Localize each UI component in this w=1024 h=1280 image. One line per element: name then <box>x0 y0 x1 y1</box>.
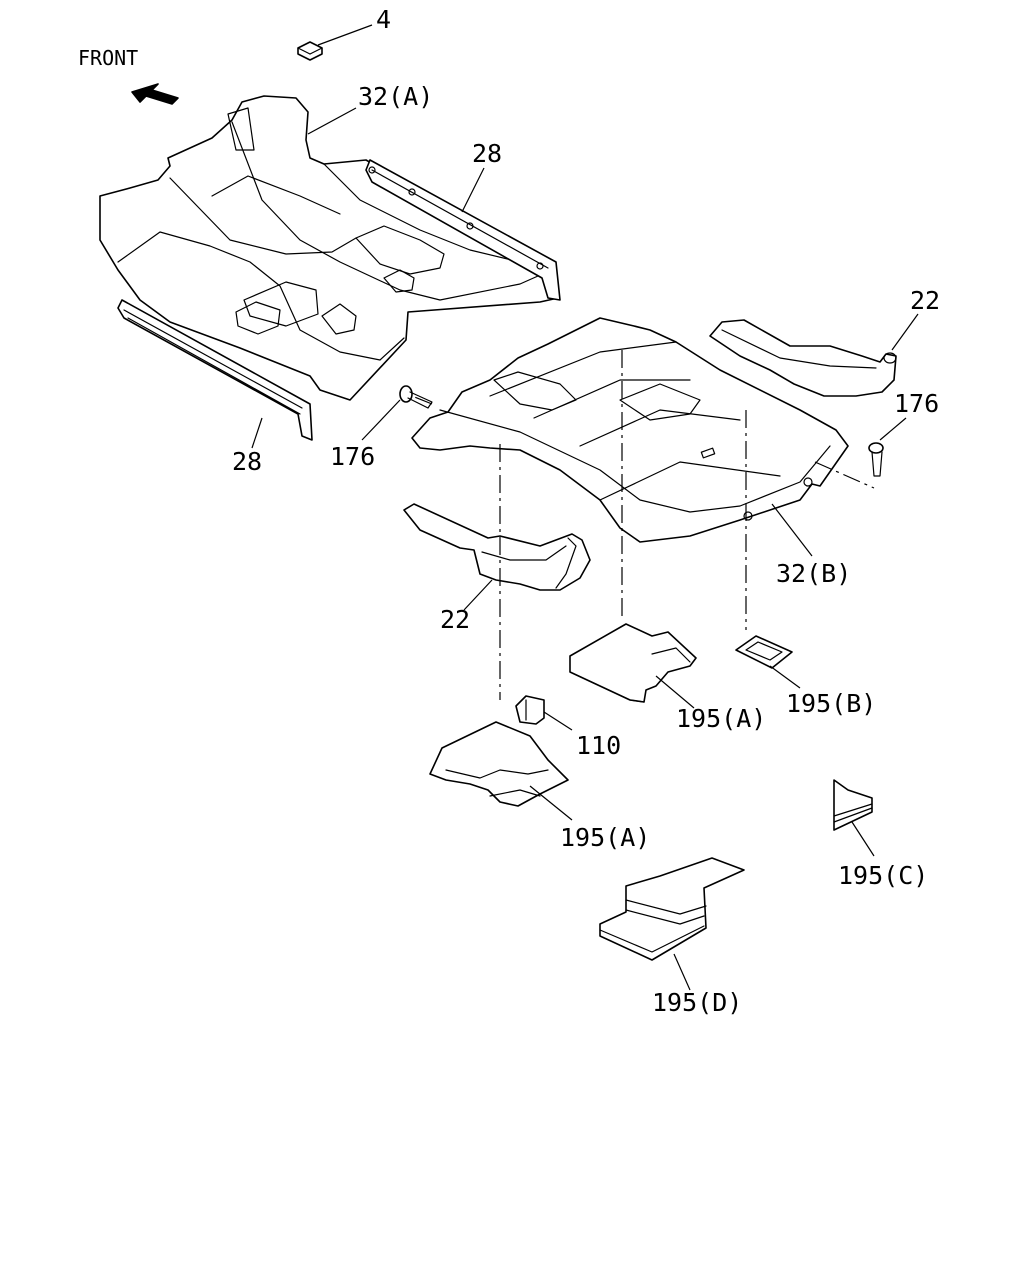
callout-32a: 32(A) <box>358 82 433 111</box>
callout-195a-lower: 195(A) <box>560 823 650 852</box>
callout-28-top: 28 <box>472 139 502 168</box>
clip-icon <box>297 41 323 61</box>
rear-wheelhouse-insulator-icon <box>709 319 897 397</box>
leader-32a <box>307 107 357 135</box>
callout-195d: 195(D) <box>652 988 742 1017</box>
callout-4: 4 <box>376 5 391 34</box>
retainer-icon <box>515 695 545 725</box>
callout-22-left: 22 <box>440 605 470 634</box>
corner-pad-icon <box>833 779 873 831</box>
callout-22-right: 22 <box>910 286 940 315</box>
sill-plate-strip-icon <box>365 159 561 301</box>
install-line-4 <box>814 461 875 489</box>
insulator-pad-lower-icon <box>429 721 569 807</box>
callout-195a-upper: 195(A) <box>676 704 766 733</box>
callout-32b: 32(B) <box>776 559 851 588</box>
leader-28-bottom <box>251 417 263 449</box>
leader-195a-upper <box>655 675 695 709</box>
leader-195a-lower <box>529 785 573 821</box>
push-rivet-icon <box>399 385 433 409</box>
push-rivet-right-icon <box>868 442 884 477</box>
leader-4 <box>317 24 373 46</box>
leader-110 <box>543 711 573 731</box>
stepped-pad-icon <box>599 857 745 961</box>
front-floor-carpet-icon <box>99 95 559 401</box>
grommet-pad-icon <box>735 635 793 669</box>
rear-floor-carpet-icon <box>411 317 849 543</box>
callout-195c: 195(C) <box>838 861 928 890</box>
callout-195b: 195(B) <box>786 689 876 718</box>
leader-195d <box>673 953 691 991</box>
leader-176-right <box>879 417 907 441</box>
callout-28-bottom: 28 <box>232 447 262 476</box>
leader-22-right <box>891 313 919 351</box>
insulator-pad-icon <box>569 623 697 703</box>
sill-plate-strip-bottom-icon <box>117 299 313 441</box>
leader-32b <box>771 503 813 557</box>
front-arrow-icon <box>131 83 179 105</box>
leader-195c <box>851 821 875 857</box>
leader-176-left <box>361 399 401 441</box>
install-line-5 <box>411 395 433 405</box>
callout-176-left: 176 <box>330 442 375 471</box>
front-label: FRONT <box>78 46 138 70</box>
callout-176-right: 176 <box>894 389 939 418</box>
callout-110: 110 <box>576 731 621 760</box>
leader-195b <box>769 665 801 689</box>
rear-wheelhouse-insulator-left-icon <box>403 503 591 591</box>
leader-22-left <box>463 579 493 611</box>
leader-28-top <box>461 167 485 213</box>
